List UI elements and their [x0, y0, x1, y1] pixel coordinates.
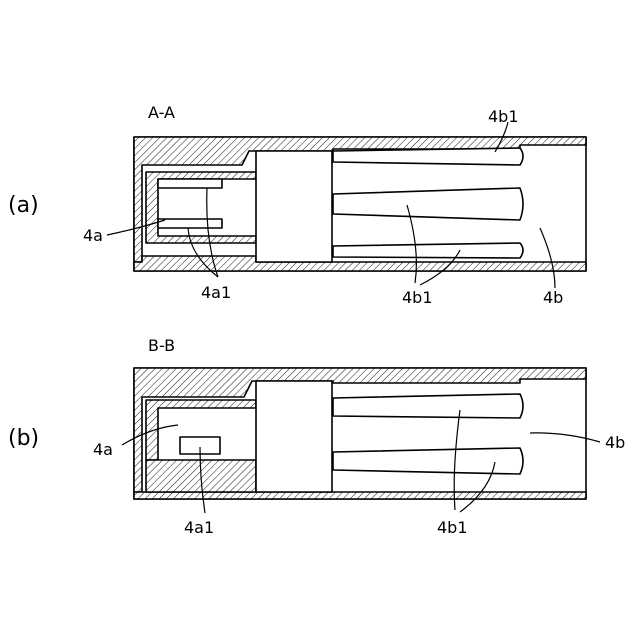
casing-bottom-wall-b: [134, 492, 586, 499]
label-4b-b: 4b: [605, 433, 625, 452]
section-label-b: B-B: [148, 336, 175, 355]
pin-4b1-lower-a: [333, 243, 523, 258]
pin-4b1-lower-b: [333, 448, 523, 474]
pin-4b1-upper-a: [333, 148, 523, 165]
view-a: (a) A-A: [8, 103, 586, 307]
housing-a: [134, 137, 586, 271]
view-b: (b) B-B: [8, 336, 625, 537]
panel-label-b: (b): [8, 426, 39, 451]
pin-4b1-upper-b: [333, 394, 523, 418]
pin-4a1-lower-a: [158, 219, 222, 228]
label-4b1-bottom-a: 4b1: [402, 288, 433, 307]
label-4b-a: 4b: [543, 288, 563, 307]
label-4b1-top-a: 4b1: [488, 107, 519, 126]
label-4a1-a: 4a1: [201, 283, 231, 302]
label-4a-a: 4a: [83, 226, 103, 245]
panel-label-a: (a): [8, 193, 39, 218]
section-label-a: A-A: [148, 103, 175, 122]
partition-block-b: [256, 381, 332, 492]
partition-block-a: [256, 151, 332, 262]
pin-4a1-upper-a: [158, 179, 222, 188]
label-4a-b: 4a: [93, 440, 113, 459]
label-4a1-b: 4a1: [184, 518, 214, 537]
pin-4b1-middle-a: [333, 188, 523, 220]
label-4b1-b: 4b1: [437, 518, 468, 537]
